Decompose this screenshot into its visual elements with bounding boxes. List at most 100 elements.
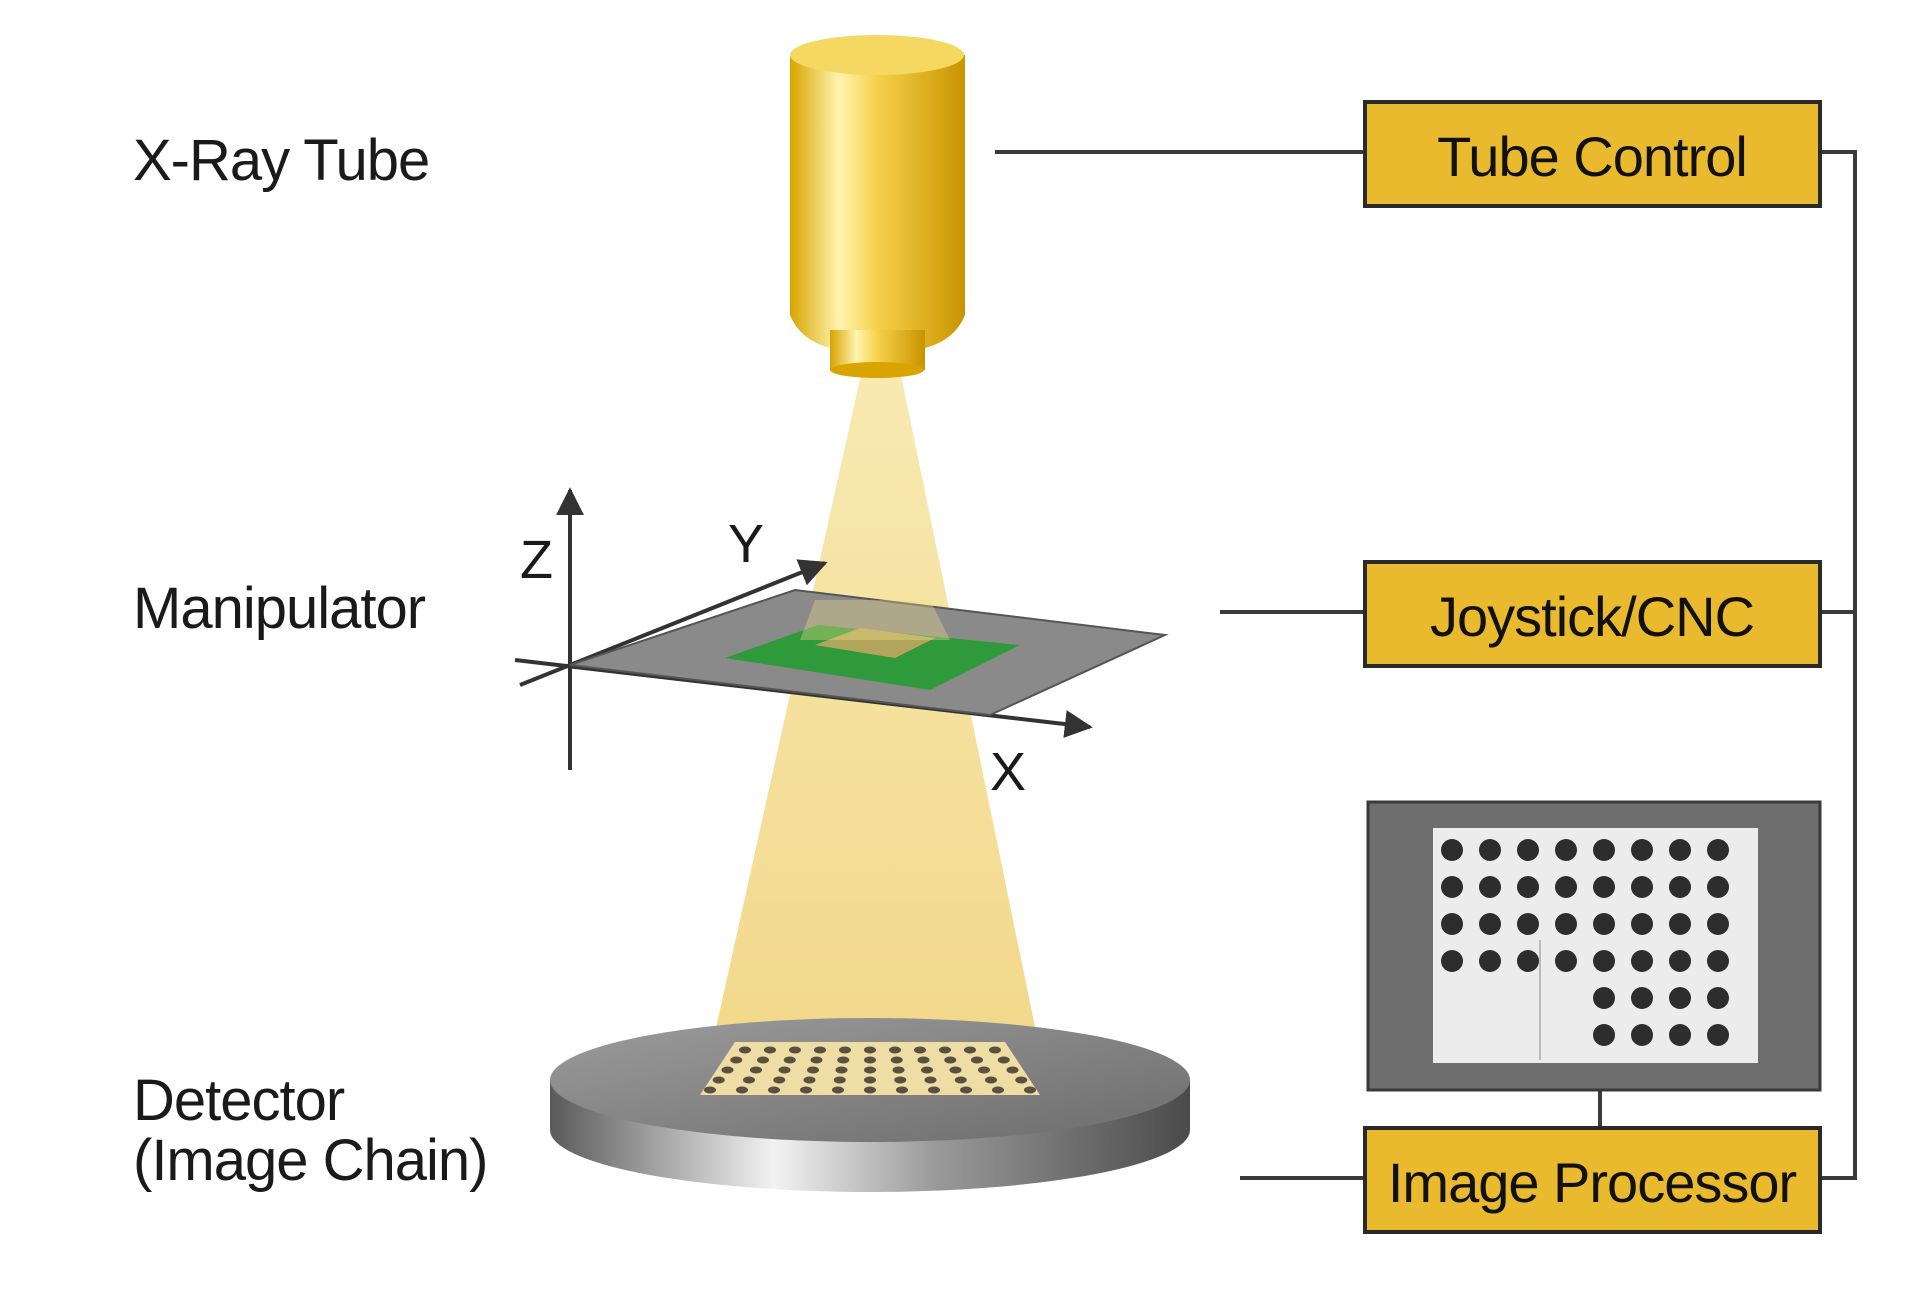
xray-tube-label: X-Ray Tube <box>133 128 429 193</box>
monitor-solder-dot <box>1555 839 1577 861</box>
detector-solder-dot <box>833 1076 846 1084</box>
monitor-solder-dot <box>1517 839 1539 861</box>
detector-solder-dot <box>778 1066 791 1074</box>
connection-lines <box>995 150 1857 1180</box>
detector-solder-dot <box>985 1076 997 1084</box>
monitor-solder-dot <box>1555 950 1577 972</box>
detector-solder-dot <box>864 1046 876 1054</box>
detector-solder-dot <box>764 1046 776 1054</box>
detector-solder-dot <box>864 1076 876 1084</box>
monitor-solder-dot <box>1669 950 1691 972</box>
monitor-solder-dot <box>1707 987 1729 1009</box>
detector-solder-dot <box>803 1076 816 1084</box>
detector-solder-dot <box>789 1046 801 1054</box>
detector-solder-dot <box>721 1066 734 1074</box>
monitor-solder-dot <box>1707 950 1729 972</box>
detector-solder-dot <box>949 1066 962 1074</box>
detector-solder-dot <box>864 1056 876 1064</box>
detector-solder-dot <box>960 1086 972 1094</box>
monitor-solder-dot <box>1631 913 1653 935</box>
detector-solder-dot <box>890 1056 903 1064</box>
detector-solder-dot <box>757 1056 769 1064</box>
detector-solder-dot <box>917 1056 930 1064</box>
monitor-solder-dot <box>1707 913 1729 935</box>
z-axis-label: Z <box>520 530 553 590</box>
monitor-solder-dot <box>1479 839 1501 861</box>
detector-solder-dot <box>964 1046 976 1054</box>
monitor-solder-dot <box>1669 987 1691 1009</box>
monitor-solder-dot <box>1441 950 1463 972</box>
detector-solder-dot <box>989 1046 1001 1054</box>
image-processor-text: Image Processor <box>1388 1151 1797 1214</box>
detector-solder-dot <box>1015 1076 1028 1084</box>
detector-solder-dot <box>954 1076 967 1084</box>
detector-solder-dot <box>914 1046 926 1054</box>
detector-image-pattern <box>704 1046 1036 1094</box>
monitor-xray-image <box>1441 839 1729 1046</box>
detector-solder-dot <box>1006 1066 1019 1074</box>
tube-control-text: Tube Control <box>1437 125 1747 188</box>
monitor-solder-dot <box>1707 839 1729 861</box>
monitor-solder-dot <box>1593 876 1615 898</box>
detector-solder-dot <box>921 1066 933 1074</box>
detector-solder-dot <box>704 1086 716 1094</box>
monitor-solder-dot <box>1479 876 1501 898</box>
monitor-solder-dot <box>1517 913 1539 935</box>
detector-solder-dot <box>894 1076 907 1084</box>
monitor-solder-dot <box>1631 839 1653 861</box>
detector-solder-dot <box>971 1056 983 1064</box>
monitor-solder-dot <box>1517 876 1539 898</box>
pcb-sample <box>725 625 1020 690</box>
detector-solder-dot <box>736 1086 748 1094</box>
detector-solder-dot <box>939 1046 951 1054</box>
monitor-solder-dot <box>1593 913 1615 935</box>
detector-solder-dot <box>750 1066 762 1074</box>
detector-label-line1: Detector <box>133 1068 345 1133</box>
monitor-solder-dot <box>1669 876 1691 898</box>
detector-solder-dot <box>768 1086 780 1094</box>
monitor-solder-dot <box>1631 876 1653 898</box>
detector-label-line2: (Image Chain) <box>133 1128 487 1193</box>
monitor-solder-dot <box>1707 1024 1729 1046</box>
detector-solder-dot <box>978 1066 990 1074</box>
monitor-solder-dot <box>1441 876 1463 898</box>
detector-solder-dot <box>773 1076 786 1084</box>
detector-solder-dot <box>928 1086 940 1094</box>
detector-solder-dot <box>997 1056 1010 1064</box>
monitor-solder-dot <box>1669 839 1691 861</box>
monitor-solder-dot <box>1669 1024 1691 1046</box>
detector-solder-dot <box>992 1086 1004 1094</box>
monitor-solder-dot <box>1707 876 1729 898</box>
detector-solder-dot <box>739 1046 751 1054</box>
detector-solder-dot <box>743 1076 755 1084</box>
y-axis-label: Y <box>728 514 764 574</box>
xray-tube <box>790 35 965 378</box>
detector-solder-dot <box>712 1076 725 1084</box>
monitor-solder-dot <box>1669 913 1691 935</box>
monitor-solder-dot <box>1555 876 1577 898</box>
detector-solder-dot <box>896 1086 908 1094</box>
joystick-cnc-box: Joystick/CNC <box>1363 560 1822 668</box>
detector-solder-dot <box>814 1046 826 1054</box>
x-axis-label: X <box>990 742 1026 802</box>
monitor-solder-dot <box>1441 839 1463 861</box>
detector-disc <box>550 1018 1190 1192</box>
detector-solder-dot <box>730 1056 743 1064</box>
monitor-solder-dot <box>1479 913 1501 935</box>
manipulator-label: Manipulator <box>133 576 426 641</box>
detector-solder-dot <box>810 1056 823 1064</box>
detector-solder-dot <box>783 1056 796 1064</box>
monitor-solder-dot <box>1593 987 1615 1009</box>
monitor-solder-dot <box>1593 1024 1615 1046</box>
detector-solder-dot <box>924 1076 937 1084</box>
detector-solder-dot <box>800 1086 812 1094</box>
monitor-solder-dot <box>1479 950 1501 972</box>
xray-beam-cone <box>700 370 1050 1100</box>
monitor-solder-dot <box>1593 839 1615 861</box>
right-bus-line <box>1820 150 1857 1180</box>
detector-solder-dot <box>1024 1086 1036 1094</box>
joystick-cnc-text: Joystick/CNC <box>1430 585 1754 648</box>
image-processor-box: Image Processor <box>1363 1126 1822 1234</box>
monitor-solder-dot <box>1441 913 1463 935</box>
